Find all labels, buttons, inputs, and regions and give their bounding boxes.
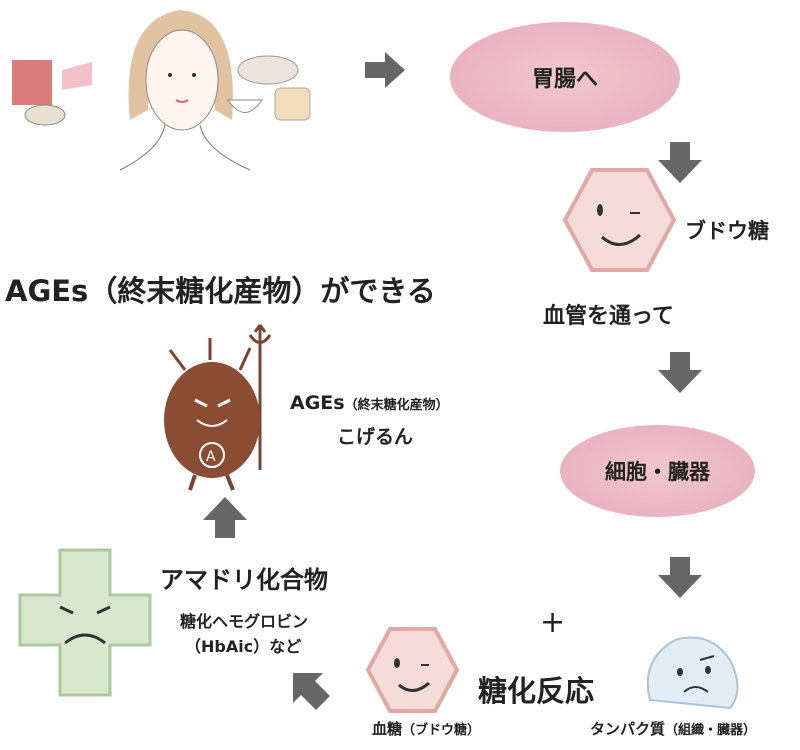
arrow-right-icon xyxy=(365,52,405,88)
hba1c-line2: （HbAic）など xyxy=(185,637,302,656)
protein-label: タンパク質（組織・臓器） xyxy=(590,720,757,738)
through-vessels-label: 血管を通って xyxy=(543,304,674,329)
amadori-cross-face xyxy=(18,548,152,697)
woman-with-food-illustration xyxy=(12,10,311,171)
glycation-label: 糖化反応 xyxy=(478,674,595,708)
arrow-up-left-icon xyxy=(293,673,330,710)
cells-organs-label: 細胞・臓器 xyxy=(605,460,710,484)
stomach-label: 胃腸へ xyxy=(531,67,598,92)
blood-sugar-hexagon-face xyxy=(365,627,460,713)
arrow-down-icon xyxy=(658,557,702,598)
arrow-up-icon xyxy=(203,497,247,538)
kogerun-monster-illustration: A xyxy=(164,324,272,491)
amadori-label: アマドリ化合物 xyxy=(160,566,328,594)
arrow-down-icon xyxy=(658,142,702,183)
ages-label: AGEs（終末糖化産物） xyxy=(290,392,449,414)
plus-sign: + xyxy=(540,605,566,640)
svg-text:A: A xyxy=(206,449,216,465)
glucose-label: ブドウ糖 xyxy=(685,219,769,243)
glucose-hexagon-face xyxy=(562,168,677,272)
page-title: AGEs（終末糖化産物）ができる xyxy=(5,274,436,308)
arrow-down-icon xyxy=(658,352,702,393)
cells-organs-oval: 細胞・臓器 xyxy=(560,425,755,517)
kogerun-label: こげるん xyxy=(337,426,414,448)
protein-blob-face xyxy=(646,636,739,710)
stomach-oval: 胃腸へ xyxy=(450,22,680,132)
blood-sugar-label: 血糖（ブドウ糖） xyxy=(372,720,481,738)
hba1c-line1: 糖化ヘモグロビン xyxy=(180,612,309,631)
